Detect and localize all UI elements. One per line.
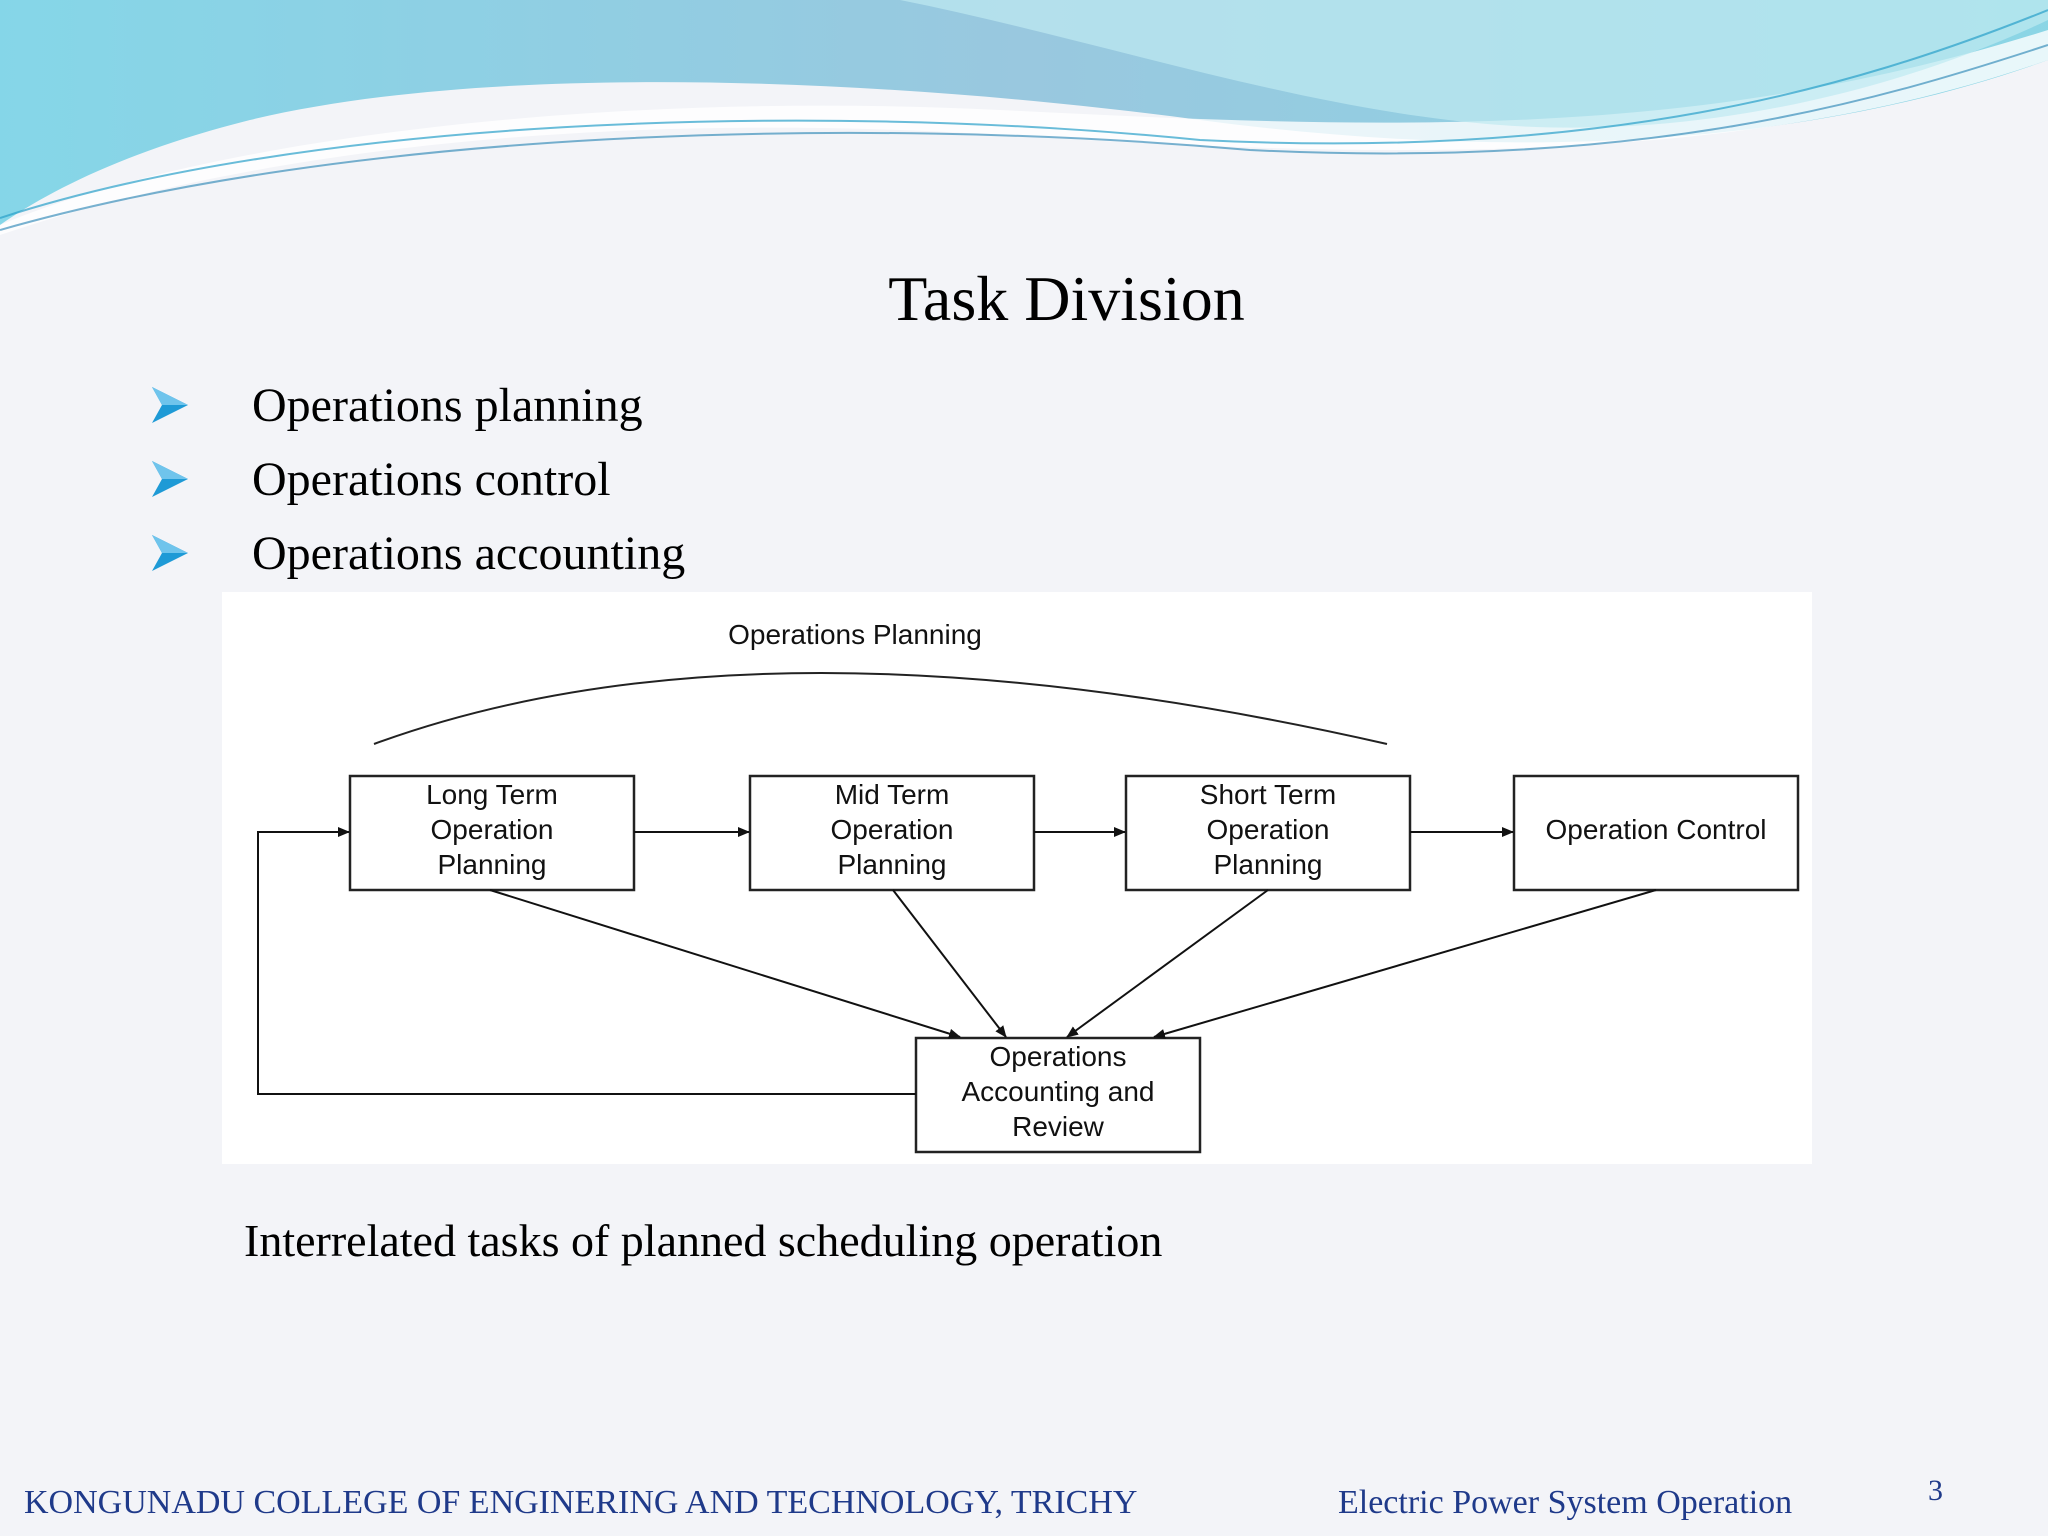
arrowhead-bullet-icon [152, 461, 188, 497]
box-line: Long Term [426, 779, 558, 810]
box-line: Operation [831, 814, 954, 845]
box-operation-control: Operation Control [1512, 774, 1800, 892]
bullet-text: Operations accounting [252, 526, 686, 580]
box-line: Operation [1207, 814, 1330, 845]
arrow-long-to-accounting [489, 889, 961, 1039]
bullet-item: Operations planning [148, 368, 685, 442]
page-number: 3 [1928, 1474, 1943, 1507]
bullet-text: Operations control [252, 452, 611, 506]
planning-arc [373, 672, 1388, 745]
box-line: Operations [990, 1041, 1127, 1072]
footer-college: KONGUNADU COLLEGE OF ENGINERING AND TECH… [24, 1484, 1138, 1521]
box-line: Review [1012, 1111, 1105, 1142]
box-short-term-planning: Short Term Operation Planning [1124, 774, 1412, 892]
box-line: Short Term [1200, 779, 1336, 810]
bullet-item: Operations accounting [148, 516, 685, 590]
bullet-item: Operations control [148, 442, 685, 516]
arrow-feedback-loop [257, 827, 916, 1095]
header-wave-decoration [0, 0, 2048, 235]
arrow-short-to-accounting [1066, 889, 1269, 1038]
arrowhead-bullet-icon [152, 387, 188, 423]
bullet-text: Operations planning [252, 378, 643, 432]
arrow-mid-to-accounting [892, 889, 1007, 1038]
box-line: Mid Term [835, 779, 950, 810]
box-operations-accounting: Operations Accounting and Review [914, 1036, 1202, 1154]
arrow-control-to-accounting [1153, 889, 1657, 1039]
slide-title: Task Division [888, 263, 1245, 334]
task-flow-diagram: Operations Planning Long Term Operation … [222, 592, 1812, 1164]
box-mid-term-planning: Mid Term Operation Planning [748, 774, 1036, 892]
box-line: Operation [431, 814, 554, 845]
footer-course: Electric Power System Operation [1338, 1484, 1793, 1521]
arrowhead-bullet-icon [152, 535, 188, 571]
bullet-list: Operations planning Operations control O… [148, 368, 685, 590]
box-line: Accounting and [961, 1076, 1154, 1107]
box-line: Planning [838, 849, 947, 880]
box-line: Planning [1214, 849, 1323, 880]
box-line: Operation Control [1545, 814, 1766, 845]
operations-planning-label: Operations Planning [728, 619, 982, 650]
diagram-caption: Interrelated tasks of planned scheduling… [244, 1215, 1163, 1266]
box-long-term-planning: Long Term Operation Planning [348, 774, 636, 892]
box-line: Planning [438, 849, 547, 880]
